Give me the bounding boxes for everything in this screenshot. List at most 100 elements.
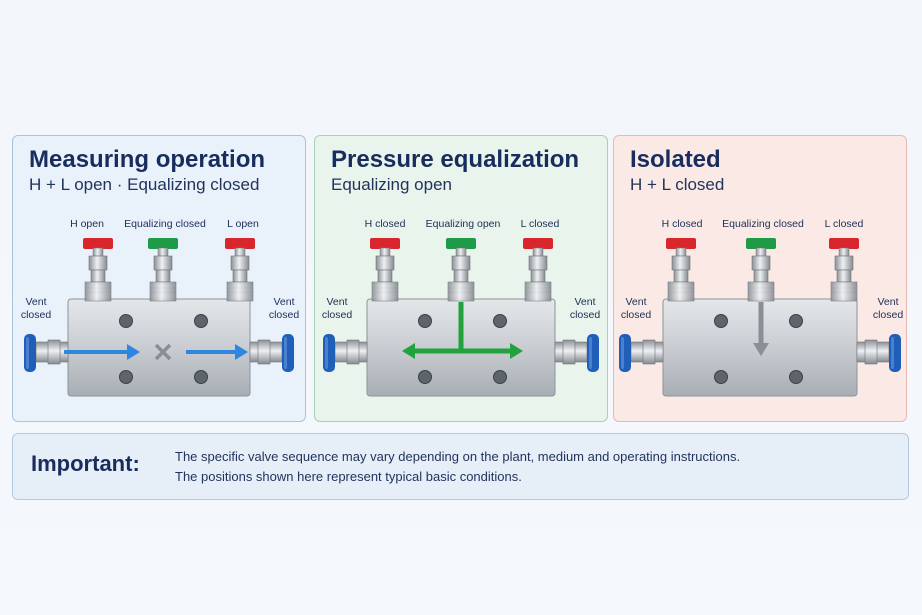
hex-nut-icon [371, 281, 399, 302]
valve-label-equalizing: Equalizing open [425, 218, 501, 230]
panel-title: Isolated [630, 146, 721, 173]
bonnet-icon [673, 269, 689, 283]
valve-label-equalizing: Equalizing closed [124, 218, 206, 230]
hex-nut-icon [830, 281, 858, 302]
valve-l [523, 238, 553, 302]
hex-nut-icon [747, 281, 775, 302]
handle-icon [83, 238, 113, 249]
vent-nut-icon [346, 339, 360, 365]
valve-label-l: L closed [520, 218, 560, 230]
vent-label-left: Vent closed [16, 296, 56, 322]
panel-subtitle: H + L open · Equalizing closed [29, 175, 260, 194]
hex-nut-icon [149, 281, 177, 302]
vent-label-right: Vent closed [264, 296, 304, 322]
vent-nut-icon [257, 339, 271, 365]
bonnet-icon [453, 269, 469, 283]
handle-icon [746, 238, 776, 249]
vent-knob-highlight [891, 337, 894, 369]
panel-title: Measuring operation [29, 146, 266, 173]
vent-label-line: closed [20, 309, 52, 321]
nut-icon [88, 255, 108, 271]
valve-label-h: H closed [661, 218, 703, 230]
hex-nut-icon [226, 281, 254, 302]
bolt-icon [418, 370, 432, 384]
vent-knob-icon [889, 334, 901, 372]
nut-icon [671, 255, 691, 271]
vent-knob-icon [282, 334, 294, 372]
panel-subtitle: H + L closed [630, 175, 725, 194]
handle-icon [523, 238, 553, 249]
valve-equalizing [148, 238, 178, 302]
flow-arrow-right-head [510, 343, 523, 359]
vent-label-line: closed [872, 309, 904, 321]
vent-knob-highlight [325, 337, 328, 369]
vent-knob-highlight [284, 337, 287, 369]
stem-icon [379, 247, 391, 257]
stem-icon [532, 247, 544, 257]
vent-label-line: closed [268, 309, 300, 321]
bolt-icon [714, 314, 728, 328]
valve-label-h: H closed [364, 218, 406, 230]
bolt-icon [789, 314, 803, 328]
nut-icon [153, 255, 173, 271]
vent-right [554, 334, 599, 372]
bolt-icon [714, 370, 728, 384]
valve-label-l: L open [227, 218, 259, 230]
vent-label-line: closed [620, 309, 652, 321]
vent-nut-icon [47, 339, 61, 365]
blocked-x-icon [154, 343, 172, 361]
bonnet-icon [232, 269, 248, 283]
stem-icon [755, 247, 767, 257]
nut-icon [751, 255, 771, 271]
valve-h [666, 238, 696, 302]
handle-icon [829, 238, 859, 249]
stem-icon [675, 247, 687, 257]
hex-nut-icon [447, 281, 475, 302]
bolt-icon [493, 314, 507, 328]
vent-label-line: Vent [625, 296, 647, 308]
flow-indicator [753, 302, 769, 356]
important-note: Important: The specific valve sequence m… [12, 433, 909, 500]
handle-icon [666, 238, 696, 249]
vent-right [249, 334, 294, 372]
handle-icon [148, 238, 178, 249]
vent-left [24, 334, 69, 372]
bolt-icon [194, 314, 208, 328]
nut-icon [451, 255, 471, 271]
vent-label-left: Vent closed [616, 296, 656, 322]
manifold-diagram-measuring [24, 238, 294, 397]
vent-right [856, 334, 901, 372]
bolt-icon [789, 370, 803, 384]
vent-knob-icon [24, 334, 36, 372]
nut-icon [528, 255, 548, 271]
stem-icon [838, 247, 850, 257]
vent-knob-highlight [26, 337, 29, 369]
bolt-icon [493, 370, 507, 384]
vent-label-right: Vent closed [565, 296, 605, 322]
vent-label-line: Vent [574, 296, 596, 308]
valve-equalizing [446, 238, 476, 302]
bolt-icon [119, 314, 133, 328]
vent-label-line: closed [569, 309, 601, 321]
panel-subtitle: Equalizing open [331, 175, 452, 194]
bolt-icon [119, 370, 133, 384]
important-line-2: The positions shown here represent typic… [175, 469, 522, 484]
panel-pressure-equalization: Pressure equalization Equalizing open H … [314, 135, 608, 422]
panel-measuring-operation: Measuring operation H + L open · Equaliz… [12, 135, 306, 422]
bolt-icon [194, 370, 208, 384]
valve-l [225, 238, 255, 302]
vent-knob-highlight [621, 337, 624, 369]
vent-left [619, 334, 664, 372]
stem-icon [92, 247, 104, 257]
hex-nut-icon [84, 281, 112, 302]
nut-icon [230, 255, 250, 271]
important-line-1: The specific valve sequence may vary dep… [175, 449, 741, 464]
vent-label-line: Vent [326, 296, 348, 308]
nut-icon [375, 255, 395, 271]
bonnet-icon [836, 269, 852, 283]
vent-knob-icon [587, 334, 599, 372]
hex-nut-icon [667, 281, 695, 302]
flow-arrow-h-head [127, 344, 140, 360]
vent-nut-icon [864, 339, 878, 365]
manifold-diagram-isolated [619, 238, 901, 397]
